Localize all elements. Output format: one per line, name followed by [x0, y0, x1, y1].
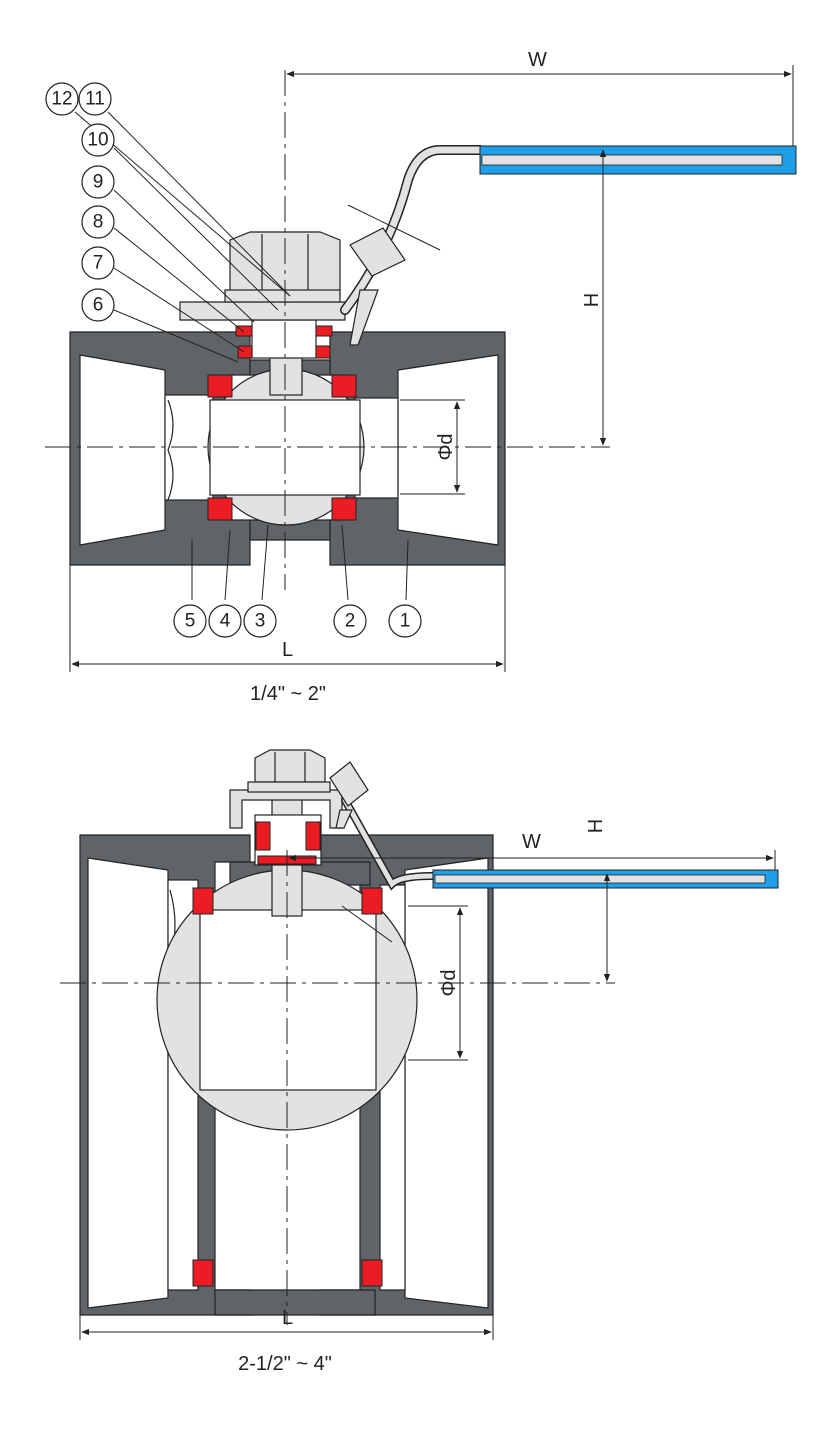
bottom-body-center — [214, 861, 376, 1316]
bottom-stem-packing-left — [255, 821, 271, 851]
bottom-valve-drawing — [79, 749, 779, 1316]
bottom-dim-l: L 2-1/2" ~ 4" — [79, 1307, 494, 1375]
top-part-bubbles: 12 11 10 9 8 7 6 5 4 3 2 1 — [45, 82, 422, 638]
part-number-12: 12 — [51, 89, 72, 110]
top-dim-d: Φd — [400, 399, 465, 495]
part-number-3: 3 — [255, 611, 266, 632]
top-washer — [224, 289, 341, 303]
bottom-stop-pin — [335, 809, 353, 829]
top-h-label: H — [581, 293, 603, 307]
part-bubble-10 — [81, 123, 115, 157]
top-stop-pin — [349, 289, 379, 346]
bottom-handle-sleeve — [329, 761, 369, 807]
top-handle-sleeve — [349, 227, 406, 277]
part-bubble-6 — [81, 288, 115, 322]
top-dim-w: W — [286, 49, 794, 146]
part-bubble-1 — [388, 604, 422, 638]
bottom-seat-lower-right — [361, 1259, 383, 1287]
part-number-11: 11 — [85, 89, 105, 110]
part-bubble-5 — [173, 604, 207, 638]
bottom-bore-right — [404, 857, 489, 1309]
top-thread — [167, 399, 174, 501]
top-stem-packing-left — [237, 345, 253, 359]
bottom-ball-bore — [199, 909, 377, 1091]
top-handle-plate — [179, 301, 346, 321]
part-bubble-8 — [81, 205, 115, 239]
bottom-seat-upper-left — [192, 887, 214, 915]
top-size-range: 1/4" ~ 2" — [250, 683, 326, 705]
bottom-l-label: L — [282, 1307, 293, 1329]
top-dim-h: H — [581, 149, 607, 446]
top-l-label: L — [282, 639, 293, 661]
top-seat-upper-right — [331, 374, 357, 398]
bottom-bore-left — [87, 857, 169, 1309]
top-seat-upper-left — [207, 374, 233, 398]
bottom-size-range: 2-1/2" ~ 4" — [238, 1353, 332, 1375]
bottom-h-label: H — [585, 819, 607, 833]
part-bubble-11 — [78, 82, 112, 116]
top-d-label: Φd — [435, 433, 457, 460]
top-gland-packing-right — [315, 325, 333, 337]
bottom-seat-upper-right — [361, 887, 383, 915]
top-stem-packing-right — [315, 345, 331, 359]
bottom-dim-h: H — [585, 819, 611, 982]
part-number-2: 2 — [345, 611, 356, 632]
top-bore-left — [79, 354, 166, 546]
part-number-7: 7 — [93, 253, 104, 274]
bottom-nut — [254, 749, 326, 783]
part-bubble-2 — [333, 604, 367, 638]
bottom-stem-packing-right — [305, 821, 321, 851]
part-number-8: 8 — [93, 212, 104, 233]
bottom-w-label: W — [522, 831, 541, 853]
top-dim-l: L 1/4" ~ 2" — [69, 565, 506, 705]
part-bubble-12 — [45, 82, 79, 116]
part-number-10: 10 — [87, 130, 108, 151]
part-bubble-4 — [208, 604, 242, 638]
part-bubble-3 — [243, 604, 277, 638]
top-stem-housing — [251, 319, 317, 359]
top-seat-lower-left — [207, 497, 233, 521]
part-bubble-7 — [81, 246, 115, 280]
bottom-dim-d: Φd — [408, 905, 468, 1061]
part-bubble-9 — [81, 165, 115, 199]
bottom-d-label: Φd — [438, 969, 460, 996]
top-w-label: W — [528, 49, 547, 71]
bottom-seat-lower-left — [192, 1259, 214, 1287]
bottom-dim-w: W — [288, 831, 776, 870]
part-number-5: 5 — [185, 611, 196, 632]
top-seat-lower-right — [331, 497, 357, 521]
top-valve-drawing — [69, 145, 797, 566]
part-number-4: 4 — [220, 611, 231, 632]
top-gland-packing-left — [235, 325, 253, 337]
part-number-6: 6 — [93, 295, 104, 316]
bottom-washer — [247, 781, 331, 793]
part-number-1: 1 — [400, 611, 411, 632]
part-number-9: 9 — [93, 172, 104, 193]
